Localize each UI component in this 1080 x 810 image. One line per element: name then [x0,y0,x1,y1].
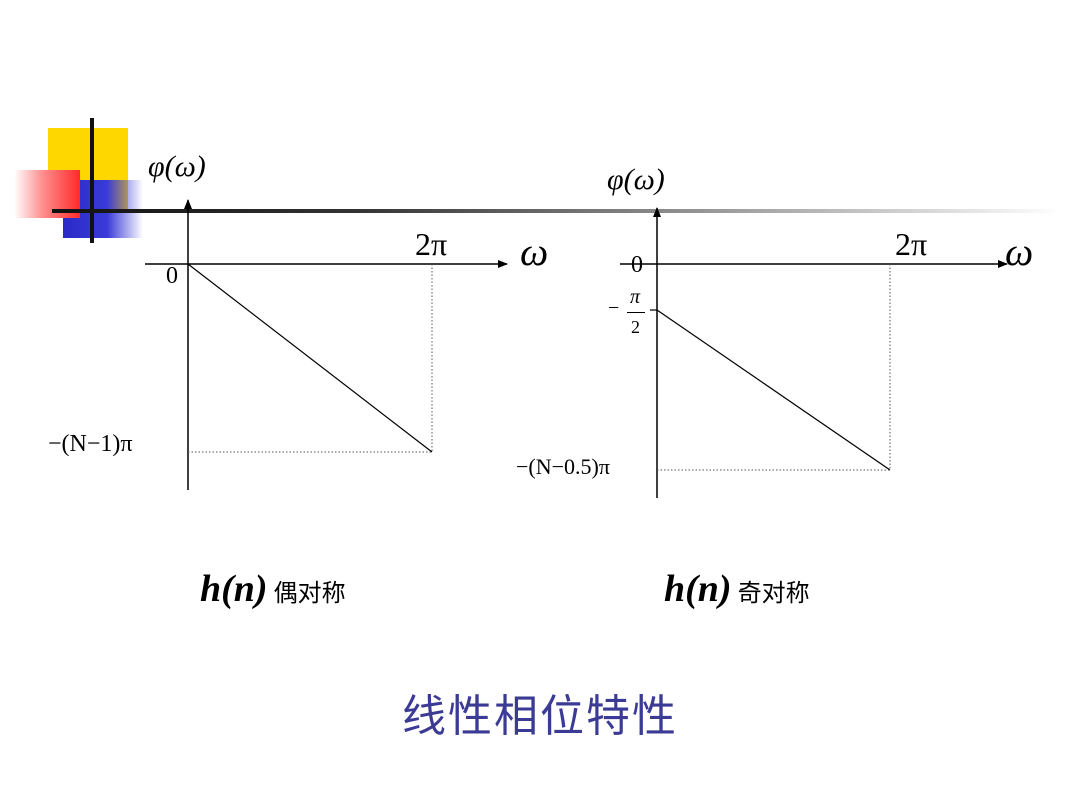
plot-odd-caption: h(n)奇对称 [664,570,810,608]
plot-odd-phase-line [656,309,891,471]
plot-odd-y-tick-fraction-bar [627,312,645,313]
plot-even-phase-line [187,263,433,453]
plot-odd-y-tick-zero: 0 [631,252,643,278]
plot-even-caption-math: h(n) [200,568,268,610]
decor-vertical-line [90,118,94,243]
plot-odd-y-label: φ(ω) [607,163,665,196]
plot-odd-y-tick-min: −(N−0.5)π [516,454,610,479]
plot-odd-caption-math: h(n) [664,568,732,610]
plot-odd-x-tick-label: 2π [895,226,928,262]
plot-odd-caption-text: 奇对称 [737,579,810,607]
decor-horizontal-rule [52,209,1062,213]
plot-even-caption-text: 偶对称 [273,579,346,607]
plot-odd-y-tick-pi: π [630,286,641,308]
plot-even-y-tick-zero: 0 [166,263,178,289]
plot-odd-y-tick-two: 2 [631,317,640,337]
plot-even-x-label: ω [520,229,549,274]
plot-even-x-tick-label: 2π [415,226,448,262]
plot-odd-x-label: ω [1005,229,1034,274]
plot-even-y-tick-min: −(N−1)π [48,431,133,457]
plot-odd-y-tick-minus-sign: − [608,297,620,319]
plot-odd [620,207,1008,498]
plot-even-y-label: φ(ω) [148,150,206,183]
plot-even-caption: h(n)偶对称 [200,570,346,608]
plot-even [145,199,508,490]
slide-title: 线性相位特性 [402,691,678,742]
